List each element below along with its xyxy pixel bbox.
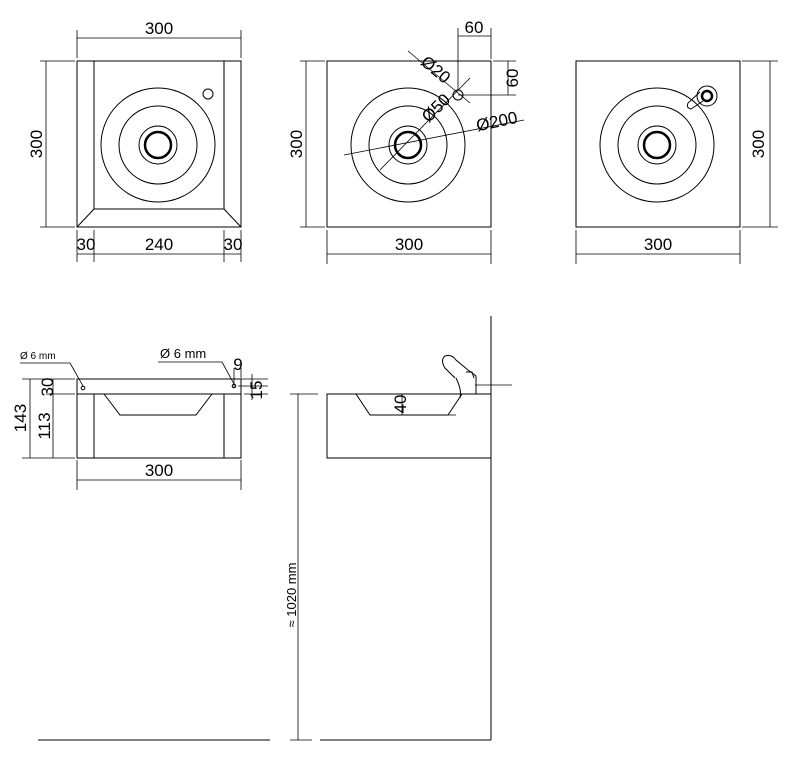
dim-label: 40	[391, 395, 410, 414]
dimension-width-1: 300	[76, 19, 242, 58]
dimension-bottom-1: 30 240 30	[77, 230, 243, 262]
dim-label: Ø50	[418, 90, 454, 126]
dim-label: 300	[287, 130, 306, 158]
dim-label: 300	[27, 130, 46, 158]
dimension-offsets	[233, 368, 268, 400]
dim-label: 300	[145, 19, 173, 38]
dim-label: 15	[247, 381, 266, 400]
dim-label: 143	[11, 404, 30, 432]
dim-label: 240	[145, 235, 173, 254]
front-view	[20, 361, 242, 459]
dimension-height-3: 300	[742, 60, 778, 228]
mount-height-label: ≈ 1020 mm	[284, 563, 299, 628]
dimension-mount-height	[290, 393, 318, 741]
side-view	[326, 316, 512, 740]
dimension-width-3: 300	[575, 230, 741, 264]
dim-label: 300	[145, 461, 173, 480]
dim-label: 60	[503, 69, 522, 88]
dim-label: 30	[77, 235, 96, 254]
dim-label: 60	[465, 18, 484, 37]
hole-label-left: Ø 6 mm	[20, 351, 56, 362]
dim-label: 113	[35, 412, 54, 439]
dim-label: 300	[395, 235, 423, 254]
dimension-height-2: 300	[287, 60, 325, 228]
top-view-tap	[575, 60, 741, 228]
dimension-width-2: 300	[326, 230, 492, 264]
dimension-heights-front	[22, 378, 75, 459]
hole-label-right: Ø 6 mm	[160, 346, 206, 361]
dim-label: 300	[644, 235, 672, 254]
dimension-height-1: 300	[27, 60, 75, 228]
dim-label: Ø20	[417, 52, 454, 87]
top-view-frame	[76, 60, 242, 228]
dimension-width-front: 300	[76, 460, 242, 490]
dim-label: Ø200	[475, 108, 520, 135]
dim-label: 9	[233, 355, 242, 374]
dim-label: 30	[38, 378, 57, 397]
top-view-diameters	[326, 28, 525, 228]
dim-label: 30	[224, 235, 243, 254]
dim-label: 300	[749, 130, 768, 158]
